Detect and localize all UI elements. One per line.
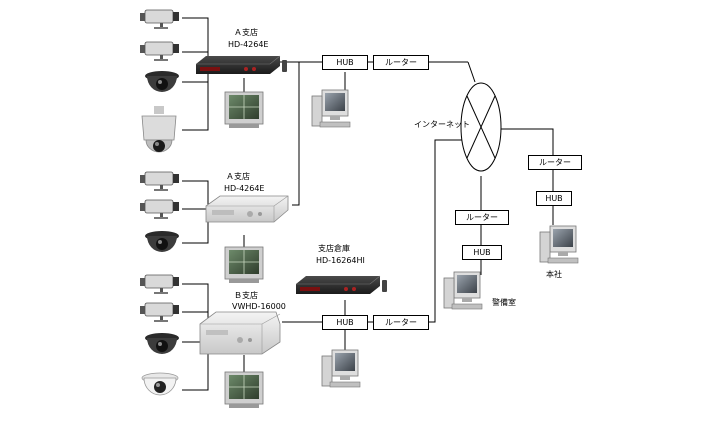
dome-camera-icon	[141, 372, 179, 396]
hub-box-b: HUB	[322, 315, 368, 330]
hub-box-security: HUB	[462, 245, 502, 260]
desktop-pc-icon	[321, 349, 361, 388]
crt-monitor-icon	[224, 246, 264, 284]
warehouse-name: 支店倉庫	[318, 244, 350, 253]
internet-cloud-icon	[460, 82, 502, 172]
dvr-recorder-icon	[195, 55, 288, 75]
box-camera-icon	[139, 274, 180, 295]
dome-camera-icon	[145, 71, 179, 92]
dome-camera-icon	[145, 333, 179, 354]
router-box-headquarters: ルーター	[528, 155, 582, 170]
headquarters-label: 本社	[546, 270, 562, 279]
router-box-security: ルーター	[455, 210, 509, 225]
branch-b-name: Ｂ支店	[234, 291, 258, 300]
hub-box-headquarters: HUB	[536, 191, 572, 206]
router-box-a1: ルーター	[373, 55, 429, 70]
warehouse-model: HD-16264HI	[316, 256, 365, 265]
router-box-b: ルーター	[373, 315, 429, 330]
branch-a1-model: HD-4264E	[228, 40, 269, 49]
dvr-recorder-icon	[205, 195, 289, 223]
dvr-recorder-icon	[199, 311, 281, 355]
dvr-recorder-icon	[295, 275, 388, 295]
desktop-pc-icon	[311, 89, 351, 128]
crt-monitor-icon	[224, 91, 264, 129]
branch-a2-model: HD-4264E	[224, 184, 265, 193]
branch-a2-name: Ａ支店	[226, 172, 250, 181]
crt-monitor-icon	[224, 371, 264, 409]
connection-lines	[182, 17, 554, 391]
security-room-label: 警備室	[492, 298, 516, 307]
box-camera-icon	[139, 199, 180, 220]
desktop-pc-icon	[539, 225, 579, 264]
box-camera-icon	[139, 302, 180, 323]
box-camera-icon	[139, 9, 180, 30]
box-camera-icon	[139, 171, 180, 192]
box-camera-icon	[139, 41, 180, 62]
dome-camera-icon	[145, 231, 179, 252]
desktop-pc-icon	[443, 271, 483, 310]
branch-a1-name: Ａ支店	[234, 28, 258, 37]
ptz-camera-icon	[141, 105, 177, 153]
hub-box-a1: HUB	[322, 55, 368, 70]
branch-b-model: VWHD-16000	[232, 302, 286, 311]
internet-label: インターネット	[414, 120, 470, 129]
